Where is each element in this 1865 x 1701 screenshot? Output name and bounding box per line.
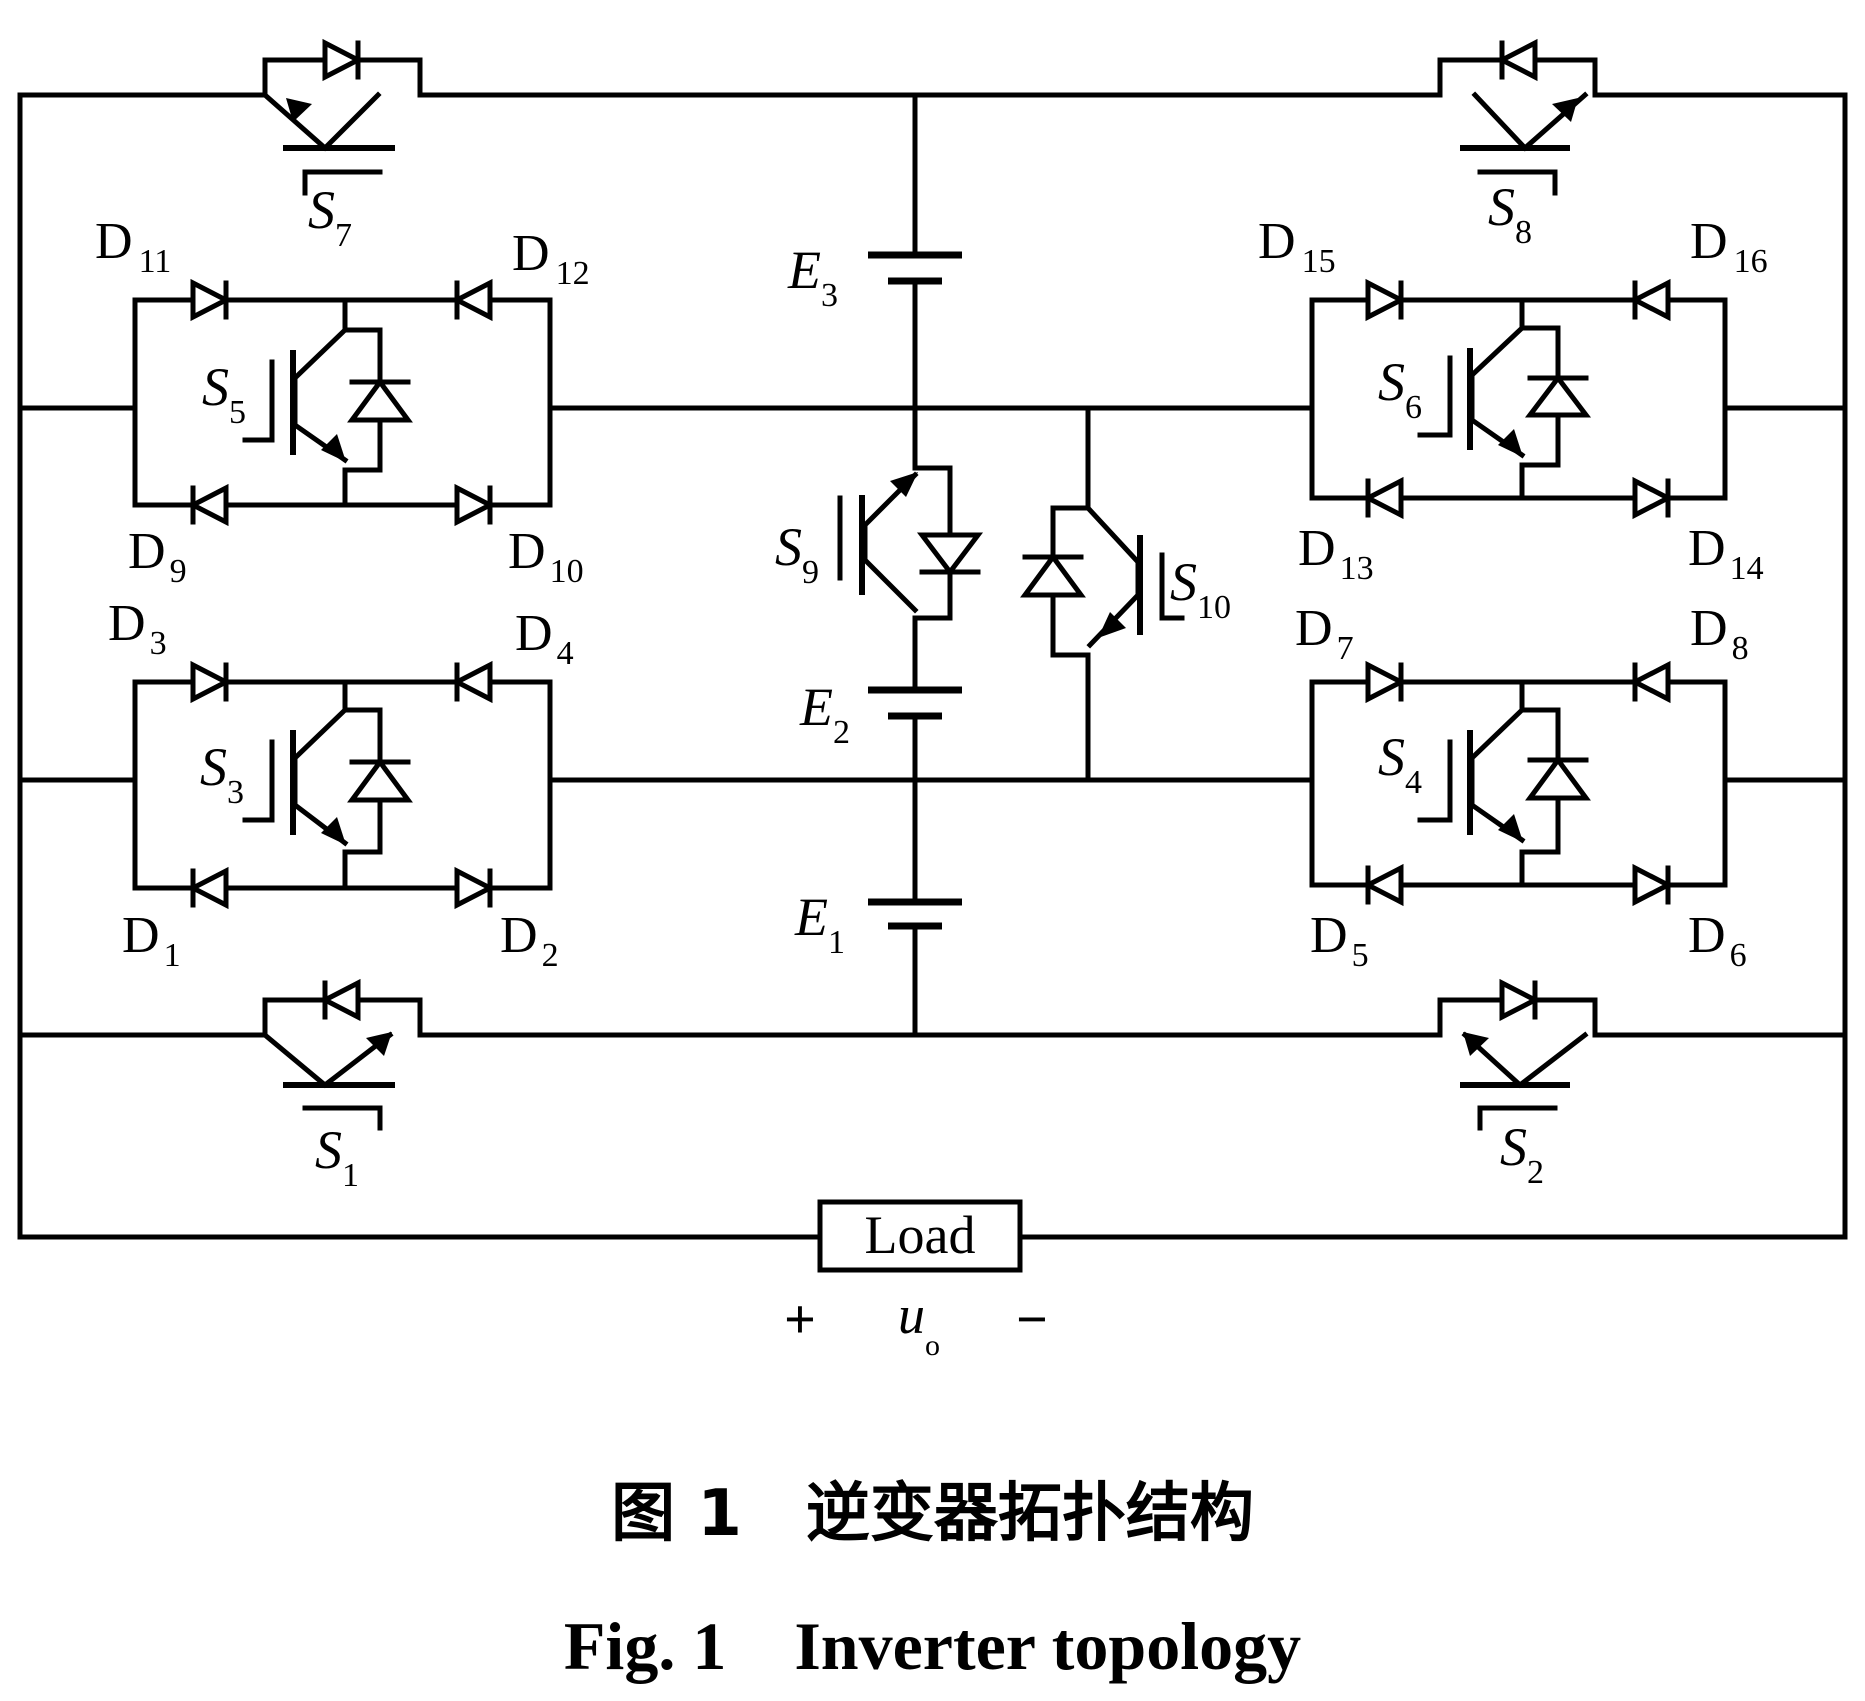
switch-s10 [1020, 504, 1185, 658]
label-s5: S5 [202, 357, 246, 431]
label-s7: S7 [308, 180, 352, 254]
label-e2: E2 [799, 677, 850, 751]
label-s4: S4 [1378, 727, 1422, 801]
output-voltage-name: u [898, 1285, 925, 1345]
figure-caption-english: Fig. 1 Inverter topology [563, 1608, 1302, 1684]
switch-labels: S7 S8 S5 S3 S6 S4 S9 S10 S1 S2 [200, 177, 1544, 1194]
label-s9: S9 [775, 517, 819, 591]
load: Load [817, 1199, 1023, 1273]
source-e1 [868, 898, 962, 930]
label-s10: S10 [1170, 552, 1231, 626]
load-label: Load [865, 1205, 976, 1265]
output-minus: − [1016, 1289, 1048, 1351]
label-s6: S6 [1378, 352, 1422, 426]
bridge-cell-s4 [1309, 660, 1728, 907]
label-s8: S8 [1488, 177, 1532, 251]
label-s2: S2 [1500, 1117, 1544, 1191]
output-voltage-label: + u o − [784, 1285, 1048, 1362]
switch-s9 [837, 465, 984, 621]
inverter-topology-diagram: Load + u o − S7 S8 S5 S3 S6 S4 S9 S10 [17, 38, 1848, 1362]
source-labels: E3 E2 E1 [787, 240, 850, 961]
output-voltage-sub: o [925, 1329, 940, 1362]
label-s3: S3 [200, 737, 244, 811]
label-e3: E3 [787, 240, 838, 314]
label-s1: S1 [315, 1120, 359, 1194]
bridge-cell-s6 [1309, 278, 1728, 520]
bridge-cell-s3 [132, 660, 553, 910]
switch-s1 [261, 978, 423, 1131]
source-e3 [868, 251, 962, 285]
switch-s7 [261, 38, 423, 196]
switch-s8 [1437, 38, 1598, 196]
output-plus: + [784, 1289, 816, 1351]
figure-caption-chinese: 图 1 逆变器拓扑结构 [611, 1477, 1254, 1551]
wiring [17, 92, 1848, 1240]
source-e2 [868, 686, 962, 720]
bridge-cell-s5 [132, 278, 553, 527]
label-e1: E1 [794, 887, 845, 961]
switch-s2 [1437, 978, 1598, 1131]
